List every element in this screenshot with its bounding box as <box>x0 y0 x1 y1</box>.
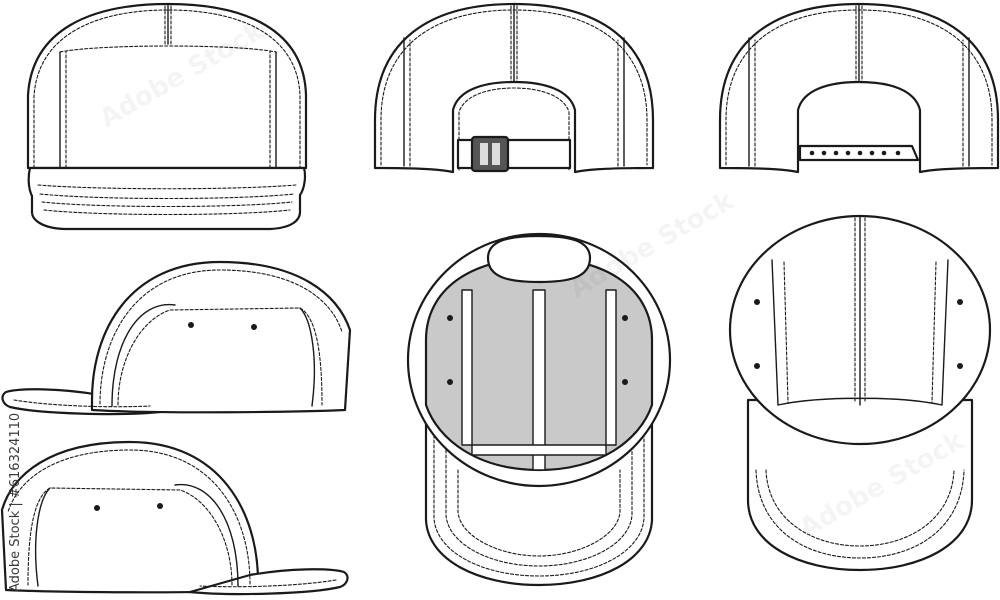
cap-side-view-right <box>0 440 349 596</box>
snap-holes <box>809 150 901 156</box>
cap-front-view <box>26 2 308 231</box>
buckle <box>470 135 510 173</box>
top-brim <box>746 398 974 572</box>
cap-back-view-buckle <box>373 2 655 174</box>
front-stitching <box>33 5 301 216</box>
cap-underside-view <box>406 232 672 587</box>
front-panel-seams <box>59 3 277 169</box>
eyelets <box>447 315 628 385</box>
side-crown-1 <box>90 260 352 414</box>
lining-taping <box>461 289 617 471</box>
side-crown-2 <box>0 440 260 594</box>
cap-side-view-left <box>1 260 352 416</box>
cap-top-view <box>728 214 992 572</box>
cap-back-view-snap <box>718 2 1000 174</box>
front-crown <box>26 2 308 170</box>
back-crown-2 <box>718 2 1000 174</box>
back-crown-1 <box>373 2 655 174</box>
watermark-side-text: Adobe Stock | #616324110 <box>8 412 23 592</box>
side-brim-2 <box>188 568 349 596</box>
watermark-side: Adobe Stock | #616324110 <box>6 370 26 600</box>
